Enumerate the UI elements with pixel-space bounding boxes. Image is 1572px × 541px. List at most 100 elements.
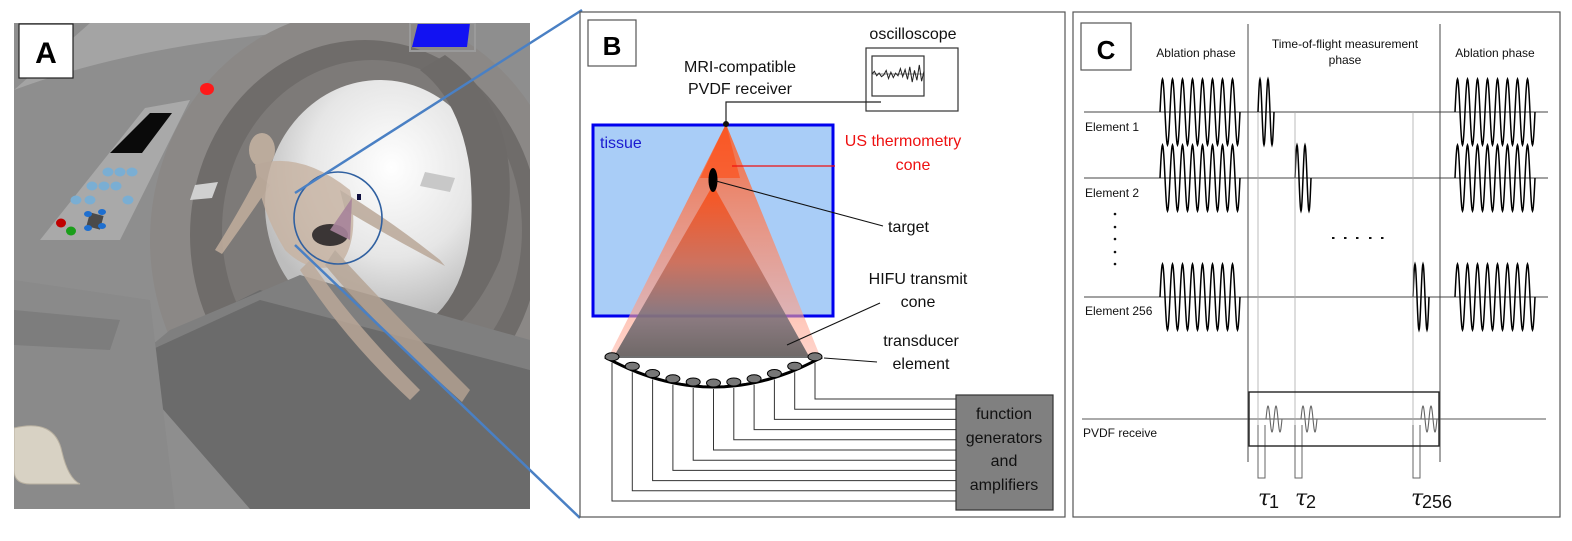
thermometry-cone-tip: [700, 124, 740, 178]
transducer-element: [624, 361, 640, 371]
zoom-line-bottom: [294, 244, 581, 519]
phase-label-ablation-left: Ablation phase: [1156, 46, 1236, 60]
row-label-element-2: Element 2: [1085, 186, 1139, 200]
tau-label-256: τ 256: [1411, 486, 1452, 512]
mri-scanner-render: [14, 23, 530, 509]
hifu-leader: [786, 302, 881, 346]
target-leader: [715, 180, 884, 227]
transducer-element: [665, 374, 681, 384]
transducer-label-line1: transducer: [883, 333, 959, 350]
element-wire: [753, 384, 956, 431]
oscilloscope-waveform: [871, 64, 925, 83]
patient-table-top: [140, 275, 530, 370]
tissue-label: tissue: [600, 135, 642, 152]
red-button: [56, 218, 66, 228]
transducer-leader: [823, 357, 878, 363]
zoom-circle: [293, 171, 383, 265]
pvdf-receiver-render: [357, 194, 361, 200]
direction-pad: [84, 209, 106, 231]
transducer-element: [787, 361, 803, 371]
tau-symbol: τ: [1258, 486, 1271, 511]
generator-label-line: amplifiers: [970, 477, 1038, 494]
element-wire: [814, 362, 956, 400]
ablation-burst: [1454, 76, 1536, 148]
panel-b-label-box: [587, 19, 637, 67]
ablation-burst: [1159, 142, 1241, 214]
element-wire: [773, 379, 956, 420]
panel-a-label-box: [18, 23, 74, 79]
top-display-bezel: [409, 23, 476, 52]
tau-subscript: 1: [1269, 492, 1279, 512]
ablation-burst: [1159, 261, 1241, 333]
pvdf-receiver-dot: [723, 121, 729, 127]
panel-a-letter: A: [35, 37, 57, 70]
hifu-transmit-cone: [613, 185, 810, 358]
tau-bracket: [1412, 425, 1421, 479]
cushion: [14, 425, 81, 485]
oscilloscope: [865, 47, 959, 112]
generator-label-line: generators: [966, 430, 1043, 447]
phase-label-tof-line2: phase: [1329, 53, 1362, 67]
ablation-burst: [1159, 76, 1241, 148]
tau-subscript: 2: [1306, 492, 1316, 512]
row-label-element-1: Element 1: [1085, 120, 1139, 134]
tau-label-2: τ 2: [1295, 486, 1316, 512]
panel-a: A: [14, 23, 530, 509]
element-wire: [692, 387, 956, 461]
transducer-element: [807, 352, 823, 362]
zoom-line-top: [294, 8, 583, 195]
target-label: target: [888, 219, 929, 236]
thermometry-label-line2: cone: [896, 157, 931, 174]
hifu-label-line2: cone: [901, 294, 936, 311]
transducer-label-line2: element: [893, 356, 950, 373]
tau-symbol: τ: [1295, 486, 1308, 511]
green-button: [66, 226, 76, 236]
waveform-group: [1082, 76, 1548, 479]
keypad: [70, 167, 138, 205]
panel-c-letter: C: [1097, 35, 1116, 65]
transducer-array: [604, 352, 956, 502]
scanner-left-step: [14, 310, 120, 350]
tau-bracket: [1257, 425, 1266, 479]
element-wire: [733, 387, 956, 441]
scanner-top-surface: [14, 23, 530, 90]
receiver-cable: [725, 101, 881, 124]
transducer-element: [746, 374, 762, 384]
bore-rear-ring: [420, 55, 510, 350]
generator-label: function generators and amplifiers: [966, 406, 1043, 494]
oscilloscope-label: oscilloscope: [869, 26, 956, 43]
receiver-label-line1: MRI-compatible: [684, 59, 796, 76]
transducer-element: [685, 377, 701, 387]
transducer-element: [645, 369, 661, 379]
panel-c: C Ablation phase Time-of-flight measurem…: [1072, 11, 1561, 518]
tau-label-1: τ 1: [1258, 486, 1279, 512]
receiver-label-line2: PVDF receiver: [688, 81, 793, 98]
pvdf-receive-window: [1248, 391, 1440, 447]
bore-handle-left: [190, 182, 218, 200]
tof-burst-element-1: [1257, 76, 1275, 148]
element-wire: [631, 372, 956, 492]
top-display: [412, 23, 470, 47]
transducer-element: [726, 377, 742, 387]
generator-label-line: function: [976, 406, 1032, 423]
tau-bracket: [1294, 425, 1303, 479]
target-ellipse: [708, 168, 718, 192]
tof-burst-element-2: [1294, 142, 1312, 214]
hifu-label-line1: HIFU transmit: [869, 271, 968, 288]
function-generator-box: [955, 394, 1054, 511]
horizontal-ellipsis: [1332, 237, 1384, 239]
hifu-cone-render: [330, 198, 352, 240]
element-wire: [652, 379, 956, 482]
panel-b-letter: B: [603, 31, 622, 61]
pvdf-received-pulse: [1300, 405, 1318, 433]
transducer-element: [604, 352, 620, 362]
ablation-burst: [1454, 142, 1536, 214]
tau-symbol: τ: [1411, 486, 1424, 511]
pvdf-received-pulse: [1265, 405, 1283, 433]
transducer-element: [706, 378, 721, 388]
generator-label-line: and: [991, 453, 1018, 470]
tau-subscript: 256: [1422, 492, 1452, 512]
phase-label-ablation-right: Ablation phase: [1455, 46, 1535, 60]
row-label-element-256: Element 256: [1085, 304, 1153, 318]
indicator-light: [200, 83, 214, 95]
